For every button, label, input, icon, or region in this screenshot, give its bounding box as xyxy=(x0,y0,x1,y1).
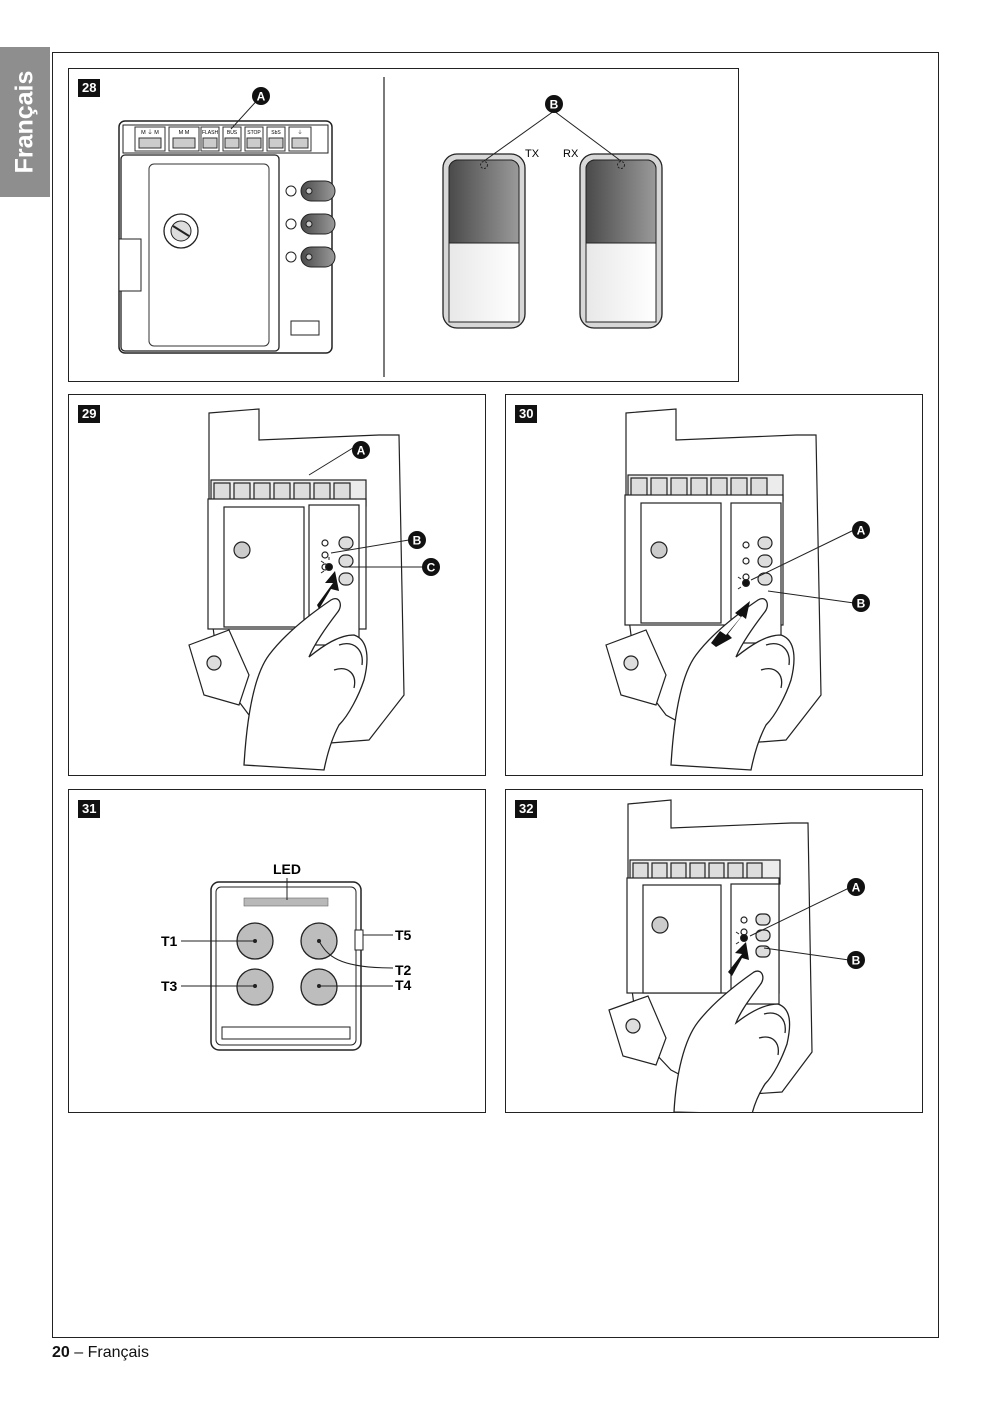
figure-32: 32 xyxy=(505,789,923,1113)
button-3-icon xyxy=(285,246,336,268)
button-t5 xyxy=(354,929,364,951)
callout-a-marker xyxy=(852,521,870,539)
figure-number: 31 xyxy=(78,800,101,818)
figure-number: 29 xyxy=(78,405,101,423)
figure-number: 30 xyxy=(515,405,538,423)
button-2-icon xyxy=(285,213,336,235)
page-footer: 20 – Français xyxy=(52,1344,149,1362)
figure-28: 28 xyxy=(68,68,739,382)
callout-b-marker xyxy=(408,531,426,549)
t5-label: T5 xyxy=(395,927,412,943)
callout-b-marker xyxy=(847,951,865,969)
footer-language: Français xyxy=(87,1344,149,1361)
callout-b-marker xyxy=(545,95,563,113)
callout-a: A xyxy=(357,444,366,458)
photocell-tx-drawing xyxy=(442,153,526,329)
callout-a: A xyxy=(852,881,861,895)
terminal-block: M ⏚ M M M FLASH BUS STOP SbS ⏚ xyxy=(134,126,312,152)
button-1-icon xyxy=(285,180,336,202)
terminal-label: STOP xyxy=(247,130,261,136)
double-arrow-icon xyxy=(711,601,750,647)
press-arrow-icon xyxy=(728,942,749,976)
photocell-rx-drawing xyxy=(579,153,663,329)
led-bar xyxy=(243,897,329,907)
callout-a-marker xyxy=(252,87,270,105)
led-label: LED xyxy=(273,861,301,877)
t3-label: T3 xyxy=(161,978,178,994)
figure-30: 30 xyxy=(505,394,923,776)
callout-c: C xyxy=(427,561,436,575)
callout-a-marker xyxy=(352,441,370,459)
figure-29-illustration: A B C xyxy=(188,408,440,771)
led-flash-icon xyxy=(320,557,333,574)
callout-b: B xyxy=(413,534,422,548)
remote-control-drawing xyxy=(210,881,364,1051)
press-arrow-icon xyxy=(317,571,339,609)
figure-number: 28 xyxy=(78,79,101,97)
terminal-label: BUS xyxy=(227,130,238,136)
callout-b: B xyxy=(852,954,861,968)
terminal-label: M M xyxy=(179,130,190,136)
callout-a: A xyxy=(257,90,266,104)
callout-a: A xyxy=(857,524,866,538)
language-side-tab: Français xyxy=(0,47,50,197)
page-frame xyxy=(52,52,939,1338)
callout-c-marker xyxy=(422,558,440,576)
terminal-label: SbS xyxy=(271,130,281,136)
terminal-label: ⏚ xyxy=(297,129,302,136)
figure-30-illustration: A B xyxy=(605,408,870,771)
language-tab-label: Français xyxy=(10,70,39,174)
callout-b-marker xyxy=(852,594,870,612)
t1-label: T1 xyxy=(161,933,178,949)
callout-a-marker xyxy=(847,878,865,896)
figure-31: 31 LED T1 T3 T2 T4 T5 xyxy=(68,789,486,1113)
hand-drawing xyxy=(673,970,791,1112)
terminal-label: FLASH xyxy=(202,130,219,136)
led-flash-icon xyxy=(735,931,748,945)
callout-b: B xyxy=(550,98,559,112)
t2-label: T2 xyxy=(395,962,412,978)
hand-drawing xyxy=(670,598,795,771)
led-flash-icon xyxy=(737,576,750,590)
figure-28-illustration: M ⏚ M M M FLASH BUS STOP SbS ⏚ xyxy=(118,77,663,377)
control-unit-drawing: M ⏚ M M M FLASH BUS STOP SbS ⏚ xyxy=(118,87,336,354)
page-number: 20 xyxy=(52,1344,70,1361)
rx-label: RX xyxy=(563,148,579,160)
figure-number: 32 xyxy=(515,800,538,818)
figure-32-illustration: A B xyxy=(608,799,865,1112)
t4-label: T4 xyxy=(395,977,412,993)
figure-29: 29 xyxy=(68,394,486,776)
tx-label: TX xyxy=(525,148,540,160)
figure-31-illustration: LED T1 T3 T2 T4 T5 xyxy=(161,861,412,1051)
footer-separator: – xyxy=(74,1344,84,1361)
callout-b: B xyxy=(857,597,866,611)
hand-drawing xyxy=(243,598,368,771)
terminal-label: M ⏚ M xyxy=(141,129,159,136)
